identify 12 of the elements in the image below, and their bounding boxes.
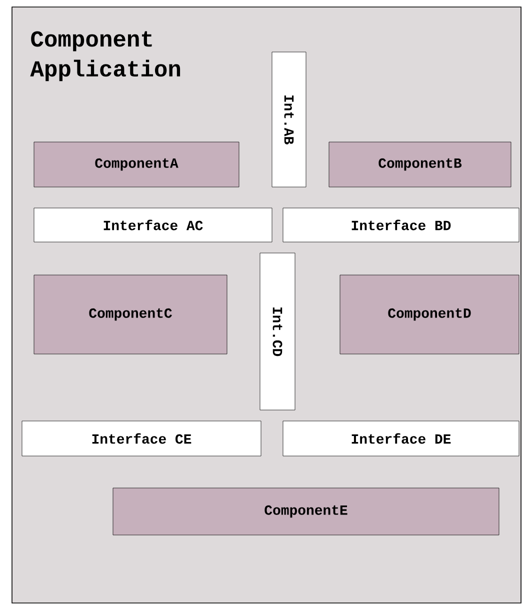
component-box: ComponentE <box>112 488 500 536</box>
component-box: ComponentB <box>328 142 512 188</box>
component-box: ComponentD <box>340 274 520 354</box>
interface-box: Interface DE <box>282 420 520 456</box>
interface-box: Int.AB <box>272 52 306 188</box>
interface-box: Int.CD <box>260 252 296 410</box>
component-box: ComponentC <box>34 274 228 354</box>
interface-box: Interface CE <box>22 420 262 456</box>
component-box: ComponentA <box>34 142 240 188</box>
interface-box: Interface BD <box>282 208 520 242</box>
interface-box: Interface AC <box>34 208 272 242</box>
box-heading: Component Application <box>30 31 180 82</box>
